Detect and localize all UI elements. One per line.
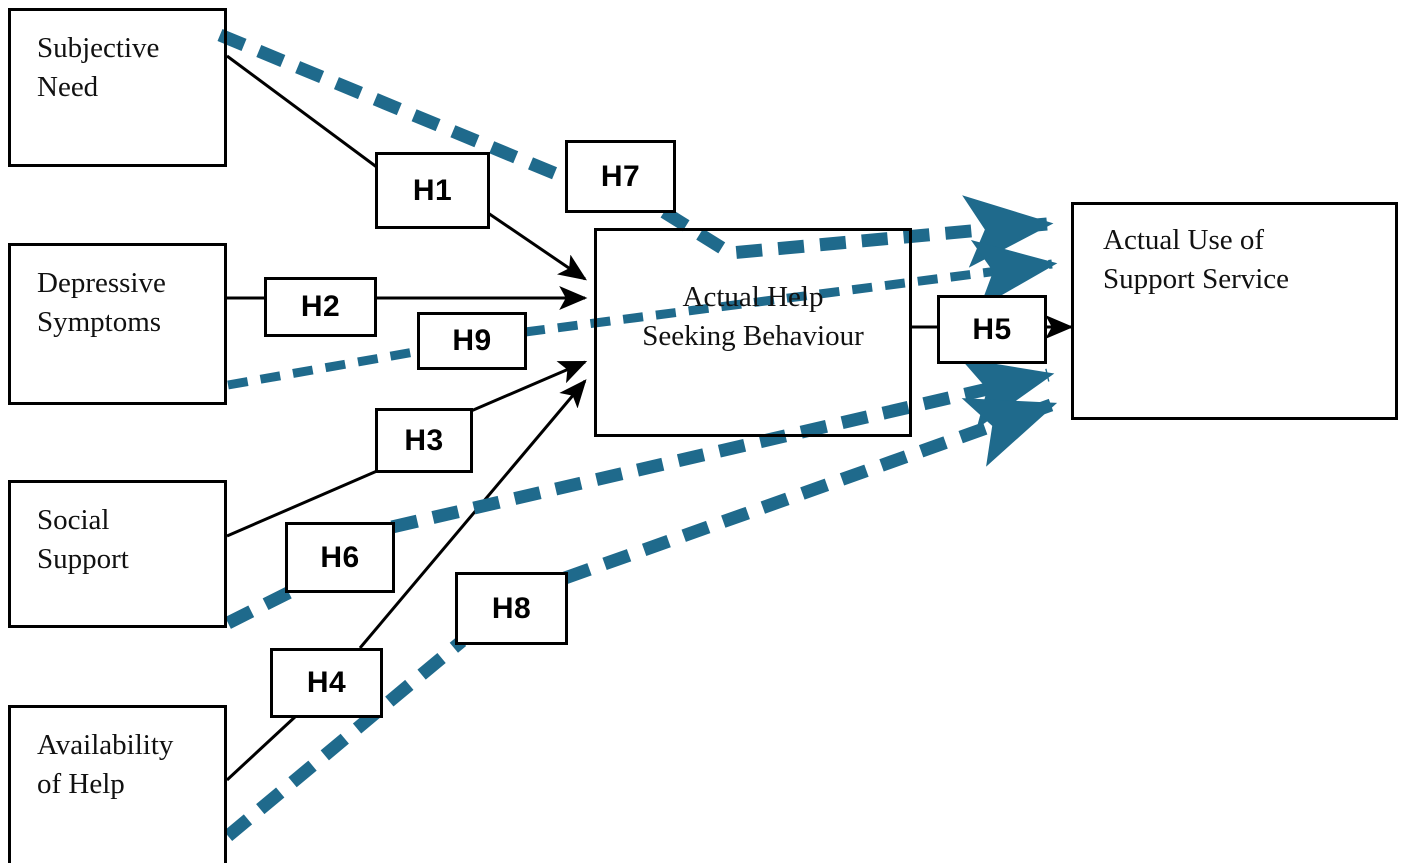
connector-h9 (227, 239, 1058, 390)
hypothesis-box-h2[interactable]: H2 (264, 277, 377, 337)
hypothesis-box-h8[interactable]: H8 (455, 572, 568, 645)
connector-h4 (225, 379, 587, 782)
hypothesis-label-h5: H5 (972, 312, 1012, 346)
hypothesis-box-h1[interactable]: H1 (375, 152, 490, 229)
hypothesis-label-h8: H8 (491, 591, 532, 625)
construct-box-actual-use-support[interactable]: Actual Use of Support Service (1071, 202, 1398, 420)
construct-box-subjective-need[interactable]: Subjective Need (8, 8, 227, 167)
construct-box-availability-of-help[interactable]: Availability of Help (8, 705, 227, 863)
connector-h6 (225, 358, 1055, 629)
construct-label-actual-help-seeking: Actual Help Seeking Behaviour (642, 281, 864, 353)
hypothesis-label-h9: H9 (452, 324, 492, 357)
hypothesis-label-h1: H1 (412, 173, 453, 207)
hypothesis-label-h7: H7 (600, 159, 641, 193)
construct-label-actual-use-support: Actual Use of Support Service (1103, 224, 1290, 296)
hypothesis-label-h3: H3 (404, 423, 444, 457)
connector-h8 (223, 398, 1058, 841)
hypothesis-box-h9[interactable]: H9 (417, 312, 527, 370)
connector-h3 (226, 360, 588, 538)
construct-box-depressive-symptoms[interactable]: Depressive Symptoms (8, 243, 227, 405)
construct-box-actual-help-seeking[interactable] (594, 228, 912, 437)
construct-label-subjective-need: Subjective Need (37, 32, 160, 104)
hypothesis-box-h3[interactable]: H3 (375, 408, 473, 473)
hypothesis-box-h6[interactable]: H6 (285, 522, 395, 593)
construct-label-availability-of-help: Availability of Help (37, 729, 174, 801)
hypothesis-label-h2: H2 (300, 290, 341, 323)
hypothesis-box-h5[interactable]: H5 (937, 295, 1047, 364)
connector-h7 (217, 28, 1054, 268)
construct-label-social-support: Social Support (37, 504, 129, 576)
hypothesis-box-h7[interactable]: H7 (565, 140, 676, 213)
construct-box-social-support[interactable]: Social Support (8, 480, 227, 628)
construct-label-depressive-symptoms: Depressive Symptoms (37, 267, 166, 339)
connector-h1 (226, 54, 587, 281)
hypothesis-box-h4[interactable]: H4 (270, 648, 383, 718)
hypothesis-label-h6: H6 (320, 540, 360, 574)
hypothesis-label-h4: H4 (306, 666, 347, 699)
